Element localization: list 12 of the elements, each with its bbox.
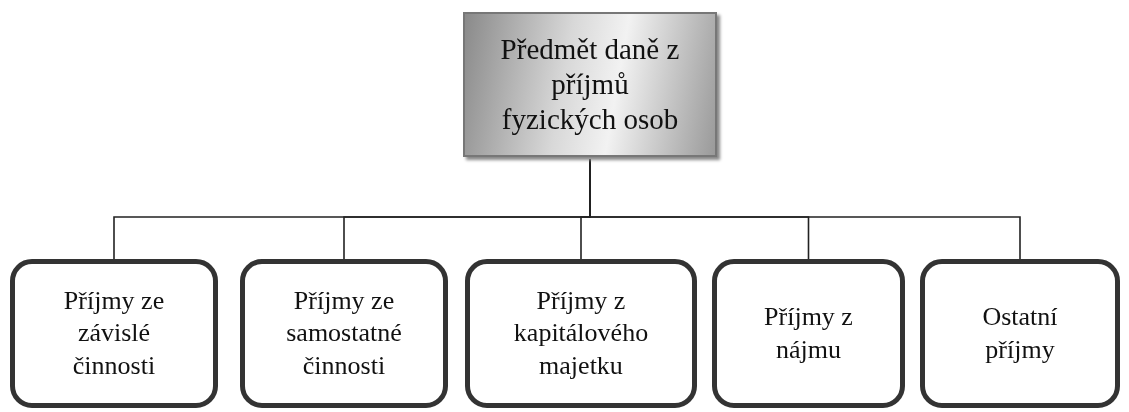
title-text: Předmět daně z příjmů fyzických osob: [499, 32, 681, 137]
category-box: [10, 259, 218, 408]
category-box: [465, 259, 697, 408]
category-label: Příjmy ze závislé činnosti: [62, 284, 166, 382]
category-box: [920, 259, 1120, 408]
title-box: [463, 12, 717, 157]
category-label: Příjmy z kapitálového majetku: [512, 284, 650, 382]
category-label: Ostatní příjmy: [981, 301, 1059, 366]
category-box: [712, 259, 905, 408]
category-label: Příjmy ze samostatné činnosti: [285, 284, 403, 382]
category-label: Příjmy z nájmu: [763, 301, 854, 366]
category-box: [240, 259, 448, 408]
